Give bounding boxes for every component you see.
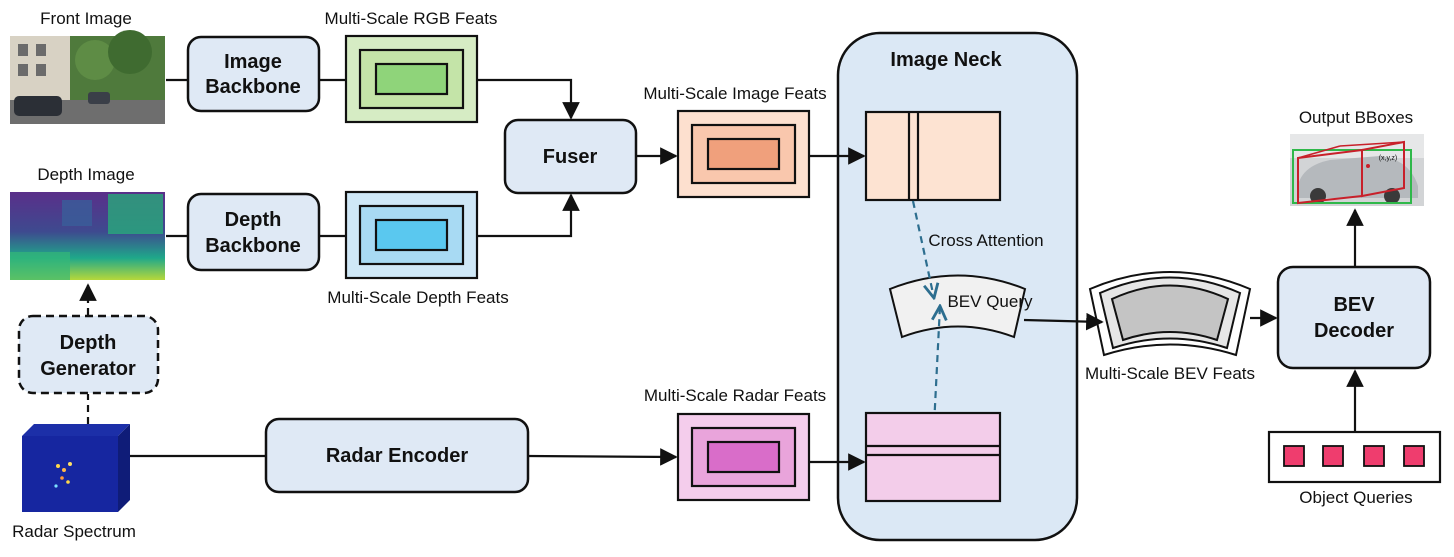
bev-decoder-line1: BEV — [1333, 294, 1375, 316]
rgb-to-fuser-arrow — [477, 78, 580, 120]
object-queries-label: Object Queries — [1299, 488, 1412, 507]
depth-generator-line2: Generator — [40, 358, 136, 380]
radar-spectrum-label: Radar Spectrum — [12, 522, 136, 541]
bev-query-label: BEV Query — [947, 292, 1033, 311]
object-query-2 — [1322, 445, 1344, 467]
cross-attention-label: Cross Attention — [928, 231, 1043, 250]
radar-encoder-label: Radar Encoder — [326, 445, 468, 467]
front-image-thumbnail — [10, 30, 165, 124]
depth-backbone-block — [186, 192, 321, 272]
bev-feats-stack — [1088, 271, 1252, 357]
object-query-4 — [1403, 445, 1425, 467]
neck-image-feature-map — [864, 110, 1002, 202]
bev-feats-label: Multi-Scale BEV Feats — [1085, 364, 1255, 383]
image-backbone-line1: Image — [224, 51, 282, 73]
radar-spectrum-cube — [22, 424, 130, 512]
image-neck-title: Image Neck — [890, 49, 1002, 71]
bev-decoder-line2: Decoder — [1314, 320, 1394, 342]
radar-feats-label: Multi-Scale Radar Feats — [644, 386, 826, 405]
depth-generator-block — [17, 314, 160, 395]
depth-backbone-line2: Backbone — [205, 235, 301, 257]
rgb-feats-inner — [374, 62, 449, 96]
image-backbone-block — [186, 35, 321, 113]
bev-decoder-block — [1276, 265, 1432, 370]
object-query-3 — [1363, 445, 1385, 467]
depth-feats-label: Multi-Scale Depth Feats — [327, 288, 508, 307]
depth-image-thumbnail — [10, 192, 165, 280]
depth-generator-line1: Depth — [60, 332, 117, 354]
image-feats-inner — [706, 137, 781, 171]
depth-to-fuser-arrow — [477, 193, 580, 238]
output-bboxes-label: Output BBoxes — [1299, 108, 1413, 127]
fuser-label: Fuser — [543, 146, 598, 168]
front-image-label: Front Image — [40, 9, 132, 28]
rgb-feats-label: Multi-Scale RGB Feats — [325, 9, 498, 28]
object-query-1 — [1283, 445, 1305, 467]
image-backbone-line2: Backbone — [205, 76, 301, 98]
radar-feats-inner — [706, 440, 781, 474]
bevquery-to-bevfeats-arrow — [1023, 312, 1104, 331]
attention-from-image-arrow — [911, 200, 934, 298]
encoder-to-radarfeats-arrow — [527, 448, 678, 466]
depth-image-label: Depth Image — [37, 165, 134, 184]
depth-feats-inner — [374, 218, 449, 252]
output-bboxes-image: (x,y,z) — [1290, 134, 1424, 206]
depth-backbone-line1: Depth — [225, 209, 282, 231]
neck-radar-feature-map — [864, 411, 1002, 503]
bbox-annotation: (x,y,z) — [1379, 155, 1398, 162]
image-feats-label: Multi-Scale Image Feats — [643, 84, 826, 103]
